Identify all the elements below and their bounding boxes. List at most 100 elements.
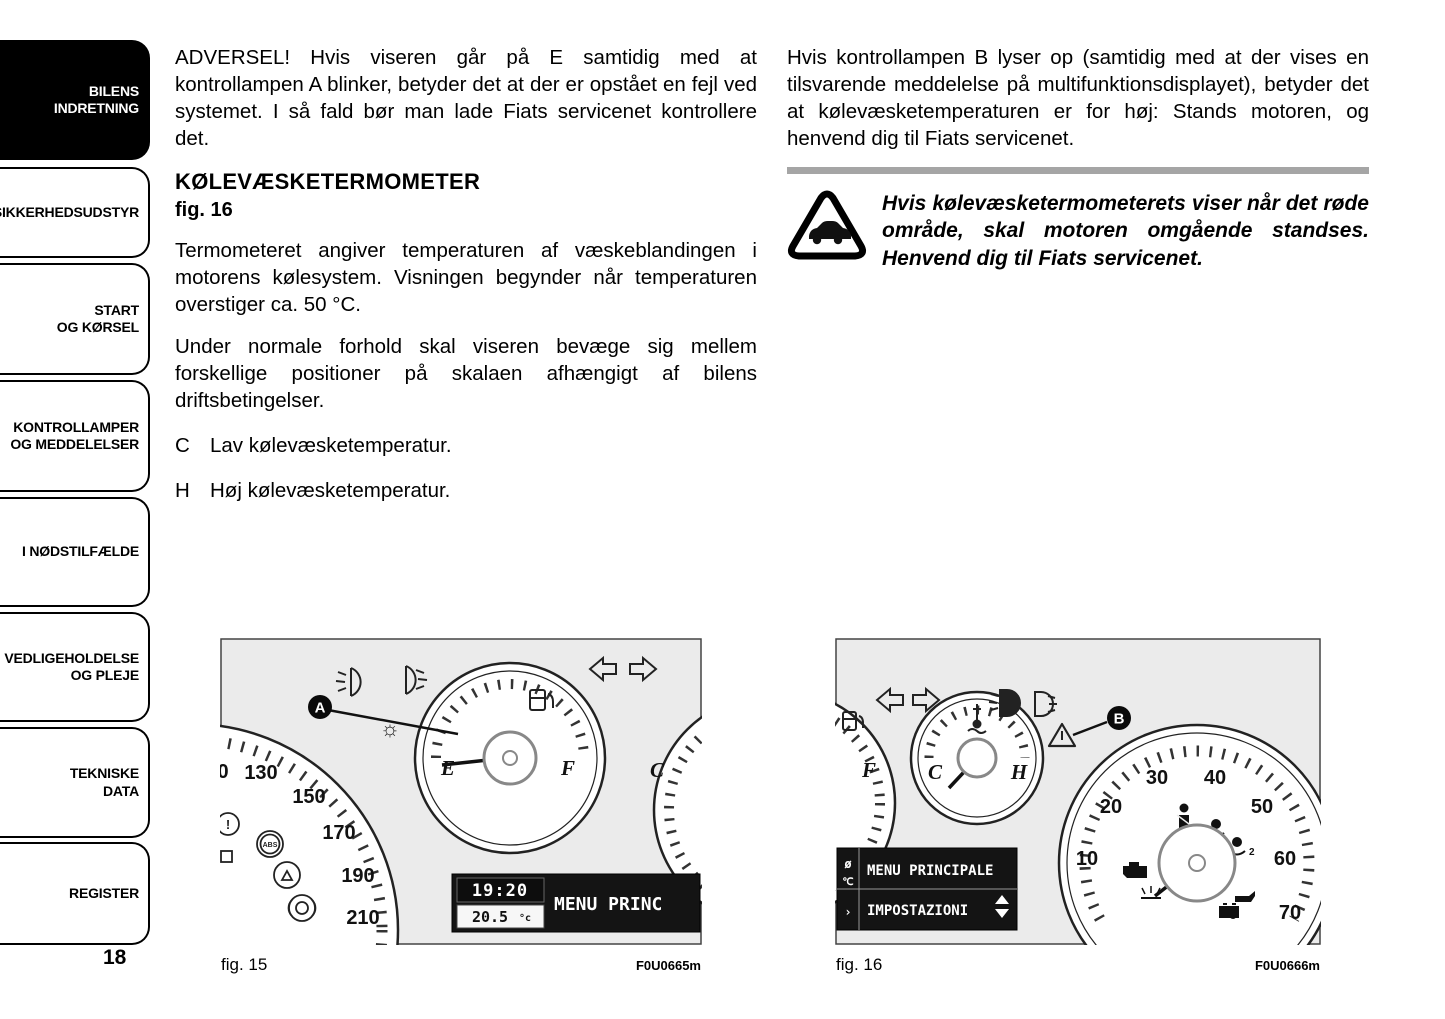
sidebar-item-i-noedstilfaelde[interactable]: I NØDSTILFÆLDE [0,497,150,607]
warning-lamp-icons [216,812,317,922]
square-marker-icon [220,850,233,863]
tachometer-gauge: 10 20 30 40 50 60 70 0 2 [1057,723,1337,1003]
display-indicator: ℃ [842,877,853,888]
body-paragraph: Under normale forhold skal viseren bevæg… [175,334,757,412]
speedo-number: 130 [244,762,277,784]
seatbelt-icon [1179,803,1189,813]
display-menu-text: MENU PRINC [554,894,662,915]
tacho-number: 30 [1146,767,1168,789]
list-item: C Lav kølevæsketemperatur. [175,432,757,459]
tacho-number: 70 [1279,902,1301,924]
fuel-label-e: E [440,756,455,780]
warning-box: Hvis kølevæsketermometerets viser når de… [787,190,1369,272]
scroll-down-icon [995,909,1009,918]
check-engine-icon [1123,862,1147,878]
display-indicator: › [844,905,851,919]
figure-code: F0U0666m [1254,958,1320,973]
display-menu-line1: MENU PRINCIPALE [867,863,993,879]
callout-line [327,708,459,736]
scroll-up-icon [995,895,1009,904]
list-item: H Høj kølevæsketemperatur. [175,477,757,504]
body-paragraph: Hvis kontrollampen B lyser op (samtidig … [787,46,1369,151]
callout-line [1072,720,1108,737]
speedo-number: 0 [220,761,229,783]
speedo-number: 210 [346,907,379,929]
list-item-key: H [175,478,190,502]
tacho-number: 10 [1076,848,1098,870]
warning-triangle-car-icon [788,190,866,260]
right-text-column: Hvis kontrollampen B lyser op (samtidig … [787,44,1369,272]
tacho-number: 40 [1204,767,1226,789]
body-paragraph: Termometeret angiver temperaturen af væs… [175,238,757,316]
battery-icon [1219,906,1239,918]
speedo-number: 150 [292,786,325,808]
callout-a-badge [308,695,332,719]
hazard-lamp-icon [273,861,301,889]
list-item-text: Høj kølevæsketemperatur. [210,478,451,502]
airbag-icon [1211,819,1221,829]
airbag-subscript: 2 [1249,847,1255,858]
temperature-gauge: C H [909,690,1045,826]
warning-triangle-icon [1047,722,1077,748]
gauge-needle [441,758,489,767]
gauge-hub [956,737,998,779]
tacho-number: 60 [1274,848,1296,870]
display-temp: 20.5 [472,908,508,926]
display-temp-unit: °c [519,913,531,924]
display-time: 19:20 [472,881,528,901]
speedo-number: 170 [322,822,355,844]
fuel-pump-icon [842,711,864,731]
figure-16: F C H [669,638,1337,1003]
turn-signal-left-icon [875,686,904,714]
gauge-label-c: C [650,758,665,782]
display-menu-line2: IMPOSTAZIONI [867,903,968,919]
figure-caption: fig. 16 [836,955,883,974]
callout-b-badge [1107,706,1131,730]
figure-caption: fig. 15 [221,955,268,974]
coolant-thermometer-icon [967,704,987,734]
fuel-pump-icon [529,689,554,711]
gauge-hub [1157,823,1237,903]
callout-b-letter: B [1114,711,1125,728]
fuel-label-f: F [861,758,876,782]
multifunction-display: 19:20 20.5 °c MENU PRINC [451,873,701,933]
sidebar-item-kontrollamper[interactable]: KONTROLLAMPER OG MEDDELELSER [0,380,150,492]
gauge-hub [482,730,538,786]
headlight-icons [988,689,1057,717]
fog-light-icons [335,665,428,697]
turn-signal-left-icon [588,655,617,683]
sidebar-item-register[interactable]: REGISTER [0,842,150,945]
temp-label-c: C [928,760,943,784]
sidebar-item-tekniske-data[interactable]: TEKNISKE DATA [0,727,150,838]
multifunction-display: ø ℃ › MENU PRINCIPALE IMPOSTAZIONI [836,847,1018,931]
turn-signal-right-icon [629,655,658,683]
abs-lamp-icon [256,830,284,858]
tacho-number: 50 [1251,796,1273,818]
oil-pressure-icon [1235,891,1255,902]
left-text-column: ADVERSEL! Hvis viseren går på E samtidig… [175,44,757,522]
display-indicator: ø [844,857,852,871]
sidebar-item-start-og-koersel[interactable]: START OG KØRSEL [0,263,150,375]
warning-paragraph: ADVERSEL! Hvis viseren går på E samtidig… [175,46,757,151]
callout-a-letter: A [315,700,326,717]
list-item-key: C [175,433,190,457]
tacho-number: 20 [1100,796,1122,818]
page-number: 18 [103,946,127,969]
fig16-instrument-cluster-drawing: F C H [669,638,1337,1003]
turn-signal-right-icon [912,686,941,714]
section-divider [787,167,1369,175]
section-heading: KØLEVÆSKETERMOMETER [175,169,481,195]
figure-15: 0 130 150 170 190 210 ! ABS [0,638,884,1019]
exclamation-glyph: ! [226,817,230,832]
sidebar-item-sikkerhedsudstyr[interactable]: SIKKERHEDSUDSTYR [0,167,150,258]
fig15-instrument-cluster-drawing: 0 130 150 170 190 210 ! ABS [0,638,884,1019]
fuel-gauge: E F [413,661,607,855]
fuel-label-f: F [560,756,575,780]
temp-label-h: H [1010,760,1028,784]
figure-reference: fig. 16 [175,199,233,222]
sidebar-item-vedligeholdelse[interactable]: VEDLIGEHOLDELSE OG PLEJE [0,612,150,722]
figure-code: F0U0665m [635,958,701,973]
speedo-number: 190 [341,865,374,887]
abs-glyph: ABS [263,842,278,849]
sidebar-item-bilens-indretning[interactable]: BILENS INDRETNING [0,40,150,160]
